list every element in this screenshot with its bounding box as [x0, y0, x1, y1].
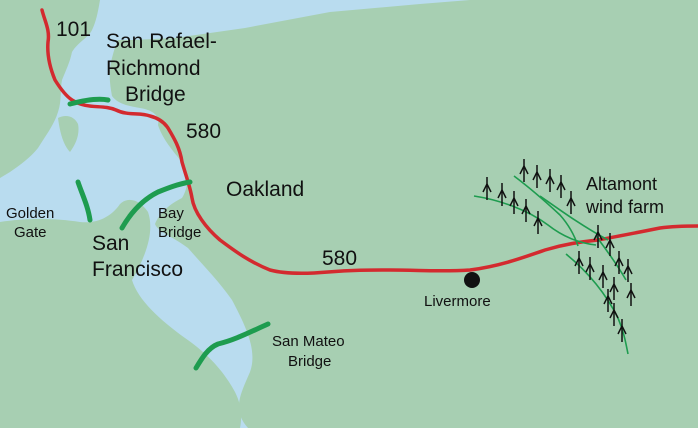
oakland-label: Oakland	[226, 178, 304, 201]
bay-bridge-line	[119, 179, 193, 231]
altamont-label-line-1: Altamont	[586, 174, 657, 194]
wind-turbine-icon	[585, 257, 595, 280]
wind-turbine-icon	[574, 251, 584, 274]
san-rafael-richmond-label-line-1: San Rafael-	[106, 30, 217, 53]
map-labels: 101 580 580 San Rafael- Richmond Bridge …	[6, 18, 664, 370]
golden-gate-label-line-1: Golden	[6, 205, 54, 222]
wind-turbines	[482, 159, 636, 342]
wind-turbine-icon	[556, 175, 566, 198]
wind-turbine-icon	[509, 191, 519, 214]
wind-turbine-icon	[605, 233, 615, 256]
wind-turbine-icon	[623, 259, 633, 282]
wind-turbine-icon	[521, 199, 531, 222]
wind-turbine-icon	[593, 225, 603, 248]
livermore-label: Livermore	[424, 293, 491, 310]
wind-turbine-icon	[609, 277, 619, 300]
livermore-marker	[464, 272, 480, 288]
san-mateo-bridge-line	[193, 321, 271, 371]
peninsula-land	[0, 199, 242, 428]
wind-turbine-icon	[519, 159, 529, 182]
san-rafael-richmond-label-line-3: Bridge	[125, 83, 186, 106]
wind-turbine-icon	[617, 319, 627, 342]
wind-turbine-icon	[626, 283, 636, 306]
wind-turbine-icon	[609, 303, 619, 326]
wind-turbine-icon	[545, 169, 555, 192]
san-francisco-label-line-1: San	[92, 232, 129, 255]
san-rafael-richmond-bridge-line	[67, 96, 111, 107]
highway-580-east-label: 580	[322, 247, 357, 270]
wind-turbine-icon	[566, 191, 576, 214]
bay-bridge-label-line-1: Bay	[158, 205, 184, 222]
east-bay-land	[109, 0, 698, 428]
marin-land	[0, 0, 100, 178]
highway-580-north-label: 580	[186, 120, 221, 143]
san-mateo-bridge-label-line-1: San Mateo	[272, 333, 345, 350]
wind-turbine-icon	[614, 251, 624, 274]
altamont-label-line-2: wind farm	[585, 197, 664, 217]
wind-turbine-icon	[533, 211, 543, 234]
golden-gate-bridge-line	[75, 179, 93, 223]
tiburon-land	[58, 116, 79, 152]
san-rafael-richmond-label-line-2: Richmond	[106, 57, 201, 80]
san-francisco-label-line-2: Francisco	[92, 258, 183, 281]
san-mateo-bridge-label-line-2: Bridge	[288, 353, 331, 370]
wind-turbine-icon	[532, 165, 542, 188]
wind-turbine-icon	[603, 289, 613, 312]
wind-turbine-icon	[482, 177, 492, 200]
highway-101-label: 101	[56, 18, 91, 41]
golden-gate-label-line-2: Gate	[14, 224, 47, 241]
wind-turbine-icon	[497, 183, 507, 206]
wind-turbine-icon	[598, 265, 608, 288]
bay-bridge-label-line-2: Bridge	[158, 224, 201, 241]
highway-580-route	[40, 8, 698, 276]
